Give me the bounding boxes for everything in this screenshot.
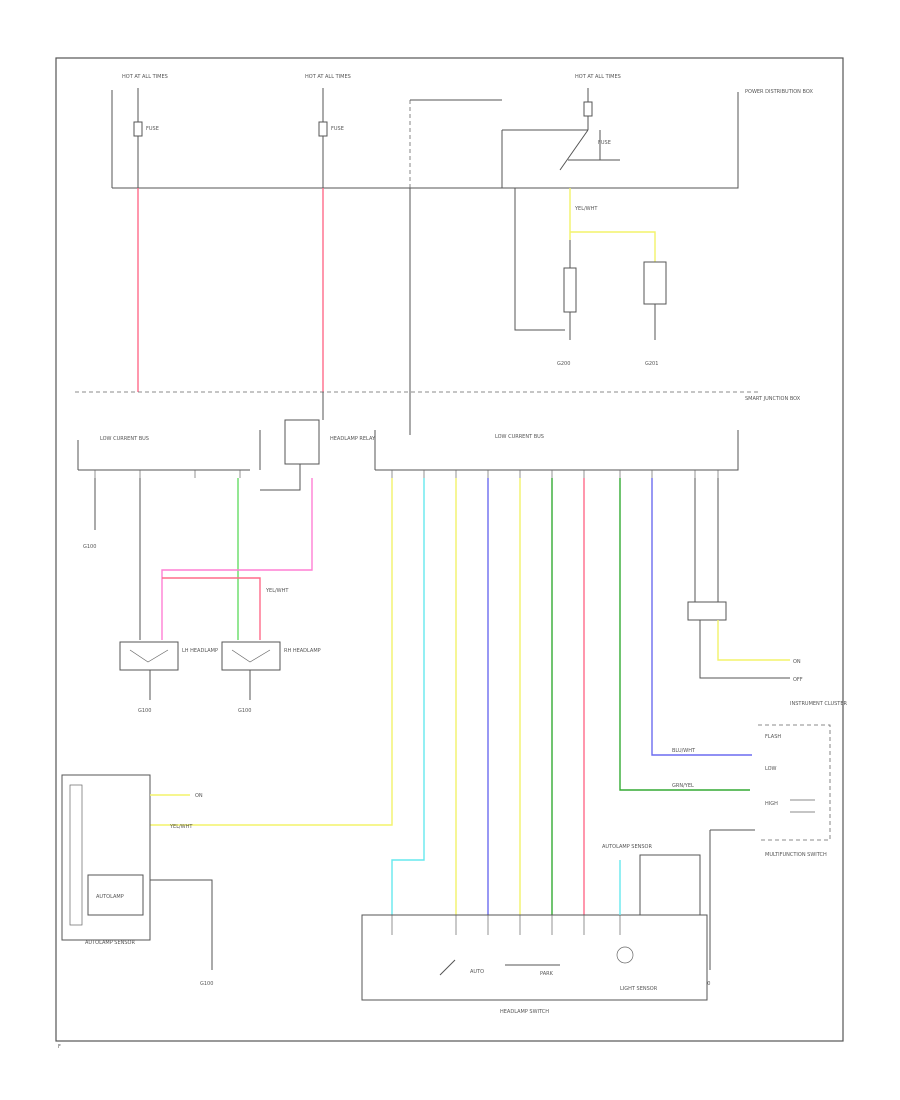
wire-blue-label: BLU/WHT	[672, 748, 696, 754]
power-distribution-box: POWER DISTRIBUTION BOX HOT AT ALL TIMES …	[111, 74, 813, 189]
g100-rh-label: G100	[238, 708, 251, 714]
sjb-label: SMART JUNCTION BOX	[745, 396, 801, 402]
light-sensor-label: LIGHT SENSOR	[620, 986, 658, 992]
svg-text:PARK: PARK	[540, 971, 554, 977]
hot-label-2: HOT AT ALL TIMES	[305, 74, 351, 80]
multifunction-label: MULTIFUNCTION SWITCH	[765, 852, 827, 858]
headlamp-switch-label: HEADLAMP SWITCH	[500, 1009, 549, 1015]
power-distribution-label: POWER DISTRIBUTION BOX	[745, 89, 813, 95]
instrument-cluster-connector: ON OFF INSTRUMENT CLUSTER	[687, 478, 848, 707]
svg-text:LH HEADLAMP: LH HEADLAMP	[182, 648, 218, 654]
splice-note: YEL/WHT	[265, 588, 289, 594]
hot-label-1: HOT AT ALL TIMES	[122, 74, 168, 80]
relay-top-note: YEL/WHT	[574, 206, 598, 212]
multifunction-switch: FLASH LOW HIGH MULTIFUNCTION SWITCH G300	[697, 724, 831, 987]
rh-headlamp: RH HEADLAMP G100	[221, 641, 321, 714]
svg-text:RH HEADLAMP: RH HEADLAMP	[284, 648, 321, 654]
g100-lh-label: G100	[138, 708, 151, 714]
headlamp-switch: AUTO PARK LIGHT SENSOR HEADLAMP SWITCH A…	[361, 844, 708, 1015]
wire-pink	[161, 478, 313, 640]
svg-text:HIGH: HIGH	[765, 801, 778, 807]
hot-label-3: HOT AT ALL TIMES	[575, 74, 621, 80]
svg-text:ON: ON	[793, 659, 801, 665]
svg-text:OFF: OFF	[793, 677, 803, 683]
footer-mark: F	[58, 1044, 61, 1050]
headlamp-relay-label: HEADLAMP RELAY	[330, 436, 376, 442]
autolamp-sensor-module: AUTOLAMP ON YEL/WHT AUTOLAMP SENSOR G100	[61, 774, 213, 987]
wire-green-label: GRN/YEL	[672, 783, 694, 789]
wire-black-relay	[514, 188, 565, 331]
autolamp-sensor-label: AUTOLAMP SENSOR	[85, 940, 135, 946]
g201-label: G201	[645, 361, 658, 367]
g200-label: G200	[557, 361, 570, 367]
svg-text:LOW: LOW	[765, 766, 777, 772]
svg-text:FLASH: FLASH	[765, 734, 781, 740]
autolamp-sensor-top-label: AUTOLAMP SENSOR	[602, 844, 652, 850]
fuse-1-label: FUSE	[146, 126, 159, 132]
wire-yellow-1	[150, 478, 393, 826]
wire-dark-green-2	[619, 478, 750, 791]
g100-left-label: G100	[83, 544, 96, 550]
instrument-cluster-label: INSTRUMENT CLUSTER	[790, 701, 848, 707]
g100-ground-label: G100	[200, 981, 213, 987]
diagram-frame	[55, 57, 844, 1042]
lh-headlamp: LH HEADLAMP G100	[119, 641, 218, 714]
svg-text:AUTO: AUTO	[470, 969, 484, 975]
wire-red-split	[162, 577, 261, 640]
fuse-2-label: FUSE	[331, 126, 344, 132]
autolamp-yel-label: YEL/WHT	[169, 824, 193, 830]
wire-cyan	[391, 478, 425, 915]
wire-blue-2	[651, 478, 752, 756]
low-current-bus-left: LOW CURRENT BUS	[100, 436, 149, 442]
top-relay-group: YEL/WHT G200 G201	[557, 188, 667, 367]
autolamp-on-label: ON	[195, 793, 203, 799]
low-current-bus-right: LOW CURRENT BUS	[495, 434, 544, 440]
svg-text:AUTOLAMP: AUTOLAMP	[96, 894, 124, 900]
fuse-3-label: FUSE	[598, 140, 611, 146]
smart-junction-box: SMART JUNCTION BOX LOW CURRENT BUS LOW C…	[75, 391, 801, 491]
